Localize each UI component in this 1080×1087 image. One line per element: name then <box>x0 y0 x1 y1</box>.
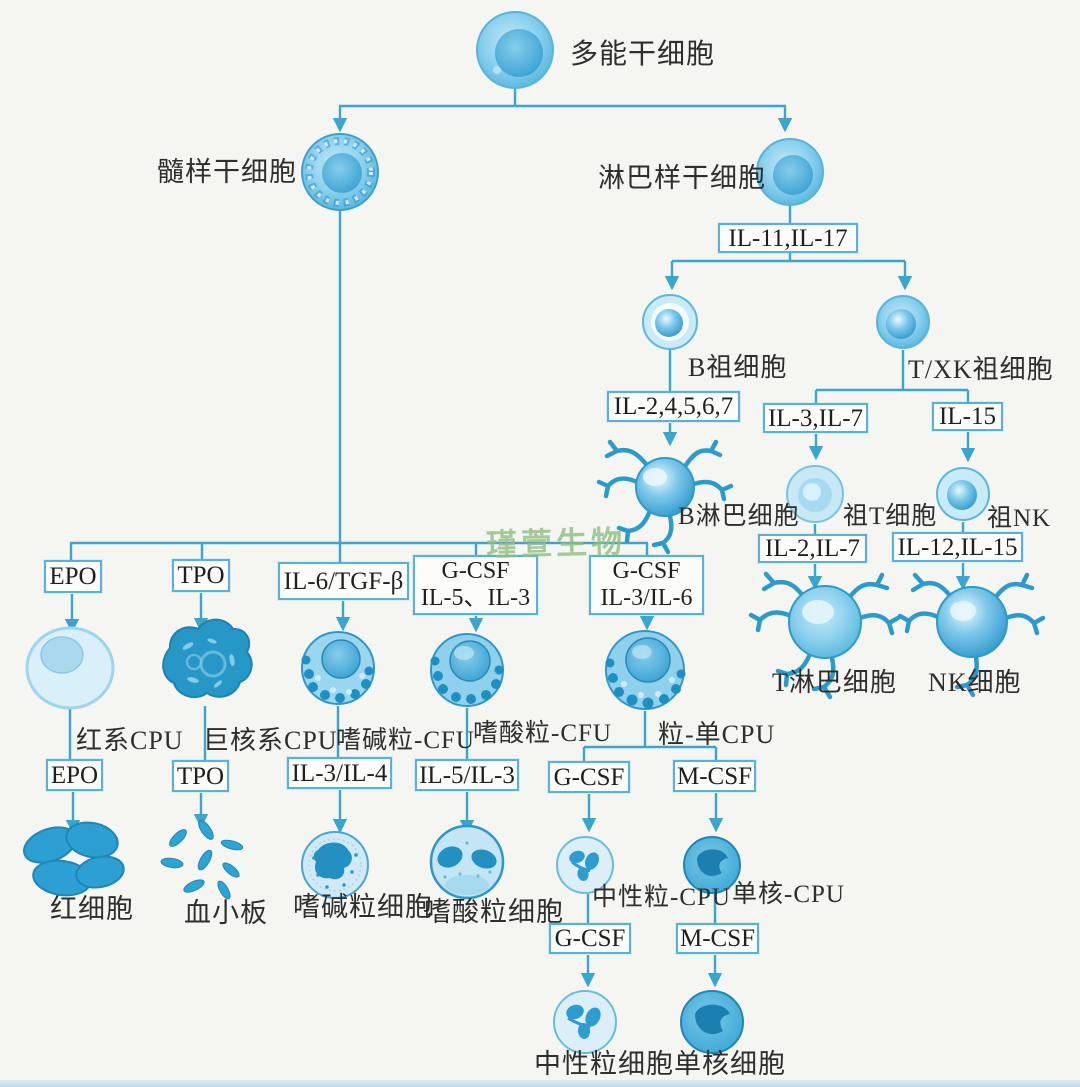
pluripotent-stem-cell-figure <box>476 11 554 89</box>
label-pro-nk: 祖NK <box>987 505 1052 532</box>
label-neutrophil-cfu: 中性粒-CPU <box>592 884 731 911</box>
pro-nk-cell-figure <box>936 467 990 521</box>
neutrophil-cfu-cell-figure <box>556 836 614 894</box>
factor-box-il3-il7: IL-3,IL-7 <box>763 403 868 433</box>
factor-box-mcsf-monocyte-2: M-CSF <box>676 923 759 954</box>
label-monocyte: 单核细胞 <box>674 1049 786 1079</box>
t-xk-progenitor-cell-figure <box>876 295 930 349</box>
t-lymphocyte-figure <box>748 571 901 700</box>
label-b-progenitor: B祖细胞 <box>688 353 788 382</box>
label-neutrophil: 中性粒细胞 <box>534 1049 674 1079</box>
label-red-blood-cell: 红细胞 <box>50 894 134 924</box>
factor-box-gcsf-neutrophil-2: G-CSF <box>549 923 631 954</box>
factor-box-il3-il4: IL-3/IL-4 <box>287 757 392 789</box>
monocyte-cfu-cell-figure <box>683 836 741 894</box>
label-granulocyte-monocyte-cfu: 粒-单CPU <box>658 720 776 749</box>
factor-box-gcsf-il3-il6-line2: IL-3/IL-6 <box>600 585 693 611</box>
label-megakaryocyte-cfu: 巨核系CPU <box>203 726 338 755</box>
factor-box-gcsf-il5-il3-line2: IL-5、IL-3 <box>420 585 531 611</box>
factor-box-gcsf-il3-il6: G-CSF IL-3/IL-6 <box>589 555 704 615</box>
factor-box-il12-il15: IL-12,IL-15 <box>892 532 1023 562</box>
connector-lines <box>68 89 970 924</box>
label-myeloid-stem-cell: 髓样干细胞 <box>157 157 297 187</box>
factor-box-gcsf-il3-il6-line1: G-CSF <box>612 558 681 584</box>
factor-box-gcsf-il5-il3: G-CSF IL-5、IL-3 <box>413 555 538 615</box>
neutrophil-cell-figure <box>553 990 617 1054</box>
label-t-lymphocyte: T淋巴细胞 <box>772 668 897 697</box>
myeloid-stem-cell-figure <box>301 133 379 211</box>
factor-box-il2-4-5-6-7: IL-2,4,5,6,7 <box>607 391 740 422</box>
factor-box-il6-tgfb: IL-6/TGF-β <box>278 562 409 600</box>
label-lymphoid-stem-cell: 淋巴样干细胞 <box>598 163 766 193</box>
label-eosinophil: 嗜酸粒细胞 <box>424 897 564 927</box>
factor-box-gcsf-il5-il3-line1: G-CSF <box>441 558 510 584</box>
red-blood-cells-figure <box>23 821 125 897</box>
monocyte-cell-figure <box>680 990 744 1054</box>
erythroid-cfu-cell-figure <box>25 626 115 710</box>
factor-box-epo-2: EPO <box>46 759 103 791</box>
eosinophil-cfu-cell-figure <box>430 633 504 707</box>
factor-box-gcsf-neutrophil-1: G-CSF <box>548 761 630 793</box>
label-monocyte-cfu: 单核-CPU <box>732 881 845 908</box>
watermark: 瑾萱生物 <box>485 524 627 563</box>
label-b-lymphocyte: B淋巴细胞 <box>678 503 800 530</box>
granulocyte-monocyte-cfu-cell-figure <box>605 630 686 710</box>
label-pluripotent-stem-cell: 多能干细胞 <box>570 39 716 70</box>
factor-box-il15: IL-15 <box>932 402 1003 431</box>
factor-box-tpo-2: TPO <box>172 760 229 792</box>
platelets-figure <box>160 820 244 900</box>
factor-box-il2-il7: IL-2,IL-7 <box>758 534 867 563</box>
megakaryocyte-cfu-cell-figure <box>162 618 253 698</box>
b-lymphocyte-figure <box>596 439 734 555</box>
label-nk-cell: NK细胞 <box>928 668 1022 697</box>
factor-box-tpo-1: TPO <box>172 559 230 592</box>
lymphoid-stem-cell-figure <box>756 138 824 206</box>
factor-box-mcsf-monocyte-1: M-CSF <box>673 760 756 792</box>
basophil-cell-figure <box>301 831 369 899</box>
label-erythroid-cfu: 红系CPU <box>76 726 184 755</box>
factor-box-il5-il3: IL-5/IL-3 <box>415 759 519 791</box>
label-basophil: 嗜碱粒细胞 <box>293 892 433 922</box>
bottom-border-strip <box>0 1080 1080 1087</box>
basophil-cfu-cell-figure <box>301 631 375 705</box>
nk-cell-figure <box>897 572 1046 698</box>
pro-t-cell-figure <box>786 465 844 523</box>
label-t-xk-progenitor: T/XK祖细胞 <box>908 355 1054 384</box>
label-eosinophil-cfu: 嗜酸粒-CFU <box>473 720 612 747</box>
label-pro-t-cell: 祖T细胞 <box>843 503 938 530</box>
label-platelet: 血小板 <box>184 898 268 928</box>
factor-box-il11-il17: IL-11,IL-17 <box>718 223 858 253</box>
factor-box-epo-1: EPO <box>44 560 102 593</box>
eosinophil-cell-figure <box>429 824 505 900</box>
label-basophil-cfu: 嗜碱粒-CFU <box>336 727 475 754</box>
b-progenitor-cell-figure <box>642 294 698 350</box>
